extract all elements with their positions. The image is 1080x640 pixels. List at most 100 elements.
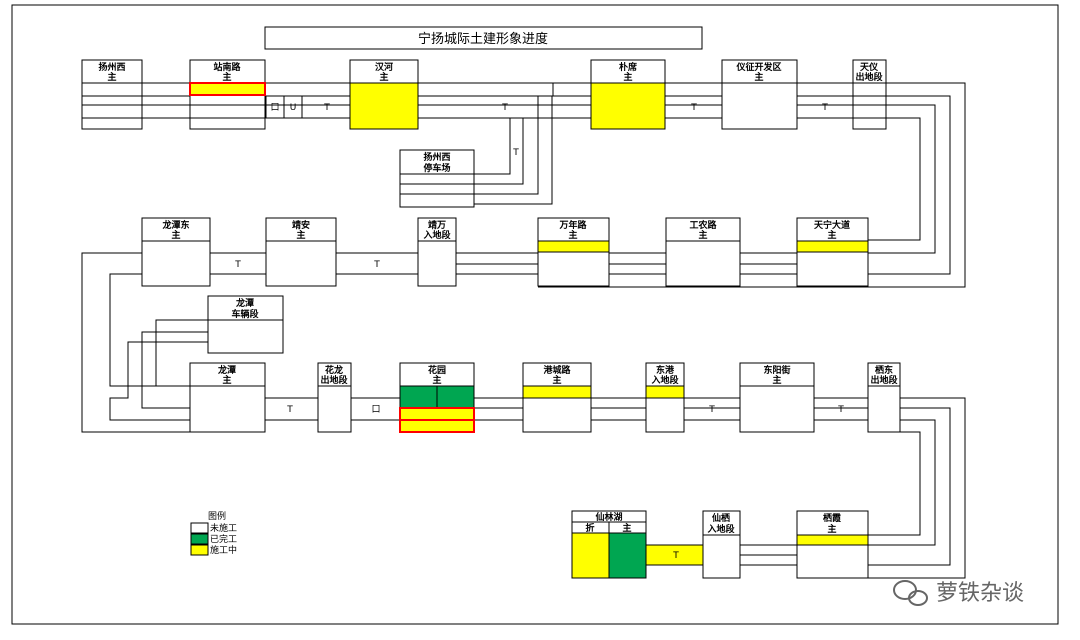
station-name: 花园 [428, 364, 446, 376]
station-sub: 入地段 [650, 374, 679, 386]
station-hanhe: 汉河 主 [349, 59, 419, 130]
tunnel-mark: T [323, 103, 330, 113]
watermark: 萝铁杂谈 [893, 580, 1024, 606]
legend-label: 未施工 [210, 522, 237, 534]
legend-swatch-in-progress [190, 544, 209, 556]
tunnel-mark: T [690, 103, 697, 113]
wechat-icon [893, 580, 928, 606]
station-name: 花龙 [325, 364, 343, 376]
station-name: 仙林湖 [595, 511, 622, 523]
station-sub: 主 [222, 71, 231, 83]
station-name: 栖霞 [823, 512, 842, 524]
legend-label: 施工中 [210, 544, 237, 556]
station-sub: 出地段 [855, 71, 883, 83]
station-name: 东阳街 [763, 364, 790, 376]
station-sub: 主 [222, 374, 231, 386]
station-sub: 入地段 [706, 523, 735, 535]
station-hualong: 花龙 出地段 [317, 362, 352, 433]
station-name: 龙潭 [235, 297, 254, 309]
station-name: 栖东 [875, 364, 893, 376]
station-sub: 主 [568, 229, 577, 241]
station-gangchenglu: 港城路 主 [522, 362, 592, 433]
station-name: 靖万 [428, 219, 446, 231]
station-name: 港城路 [543, 364, 571, 376]
station-sub: 主 [622, 522, 631, 534]
station-sub: 主 [107, 71, 116, 83]
station-donggang: 东港 入地段 [645, 362, 685, 433]
station-sub: 主 [772, 374, 781, 386]
legend-swatch-not-started [190, 522, 209, 534]
tunnel-mark: T [837, 405, 844, 415]
legend-swatch-done [190, 533, 209, 545]
viaduct-mark: 口 [371, 405, 380, 415]
station-name: 东港 [656, 364, 675, 376]
station-dongyangjie: 东阳街 主 [739, 362, 815, 433]
station-sub: 主 [552, 374, 561, 386]
station-tianyi: 天仪 出地段 [852, 59, 887, 130]
station-sub: 主 [623, 71, 632, 83]
watermark-text: 萝铁杂谈 [936, 581, 1024, 606]
station-sub: 主 [432, 374, 441, 386]
station-name: 龙潭 [217, 364, 236, 376]
station-longtan: 龙潭 主 [189, 362, 266, 433]
station-yizhengkaifaqu: 仪征开发区 主 [721, 59, 798, 130]
section-marks: 口 U T T T T T T T T 口 T T T [234, 103, 844, 561]
station-sub: 出地段 [870, 374, 898, 386]
station-sub: 停车场 [423, 162, 450, 174]
station-zhannanlu: 站南路 主 [189, 59, 266, 130]
station-tianningdadao: 天宁大道 主 [796, 217, 869, 287]
station-sub: 主 [698, 229, 707, 241]
tunnel-mark: T [373, 260, 380, 270]
station-name: 龙潭东 [161, 219, 189, 231]
station-sub: 主 [171, 229, 180, 241]
station-yangzhouxi: 扬州西 主 [81, 59, 143, 130]
station-name: 扬州西 [423, 151, 450, 163]
station-xianlinhu: 仙林湖 折 主 [571, 510, 647, 579]
station-sub: 主 [827, 523, 836, 535]
station-name: 汉河 [375, 61, 393, 73]
station-name: 万年路 [558, 219, 587, 231]
tunnel-mark: T [821, 103, 828, 113]
station-xianqi: 仙栖 入地段 [702, 510, 741, 579]
station-sub: 出地段 [320, 374, 348, 386]
station-sub: 主 [379, 71, 388, 83]
page-frame [11, 4, 1059, 625]
tunnel-mark: T [708, 405, 715, 415]
station-longtandong: 龙潭东 主 [141, 217, 211, 287]
station-gongnonglu: 工农路 主 [665, 217, 741, 287]
u-groove-mark: U [290, 103, 297, 113]
legend-label: 已完工 [210, 533, 237, 545]
station-name: 仙栖 [712, 512, 730, 524]
tunnel-mark: T [501, 103, 508, 113]
legend: 图例 未施工 已完工 施工中 [190, 510, 237, 556]
station-sub: 主 [296, 229, 305, 241]
station-sub: 车辆段 [231, 308, 259, 320]
station-sub: 主 [754, 71, 763, 83]
station-puxi: 朴席 主 [590, 59, 666, 130]
station-qixia: 栖霞 主 [796, 510, 869, 579]
station-wannianlu: 万年路 主 [537, 217, 610, 287]
station-name: 工农路 [689, 219, 717, 231]
station-name: 靖安 [292, 219, 310, 231]
station-name: 天仪 [860, 62, 879, 73]
station-sub: 主 [827, 229, 836, 241]
station-sub: 入地段 [422, 229, 451, 241]
status-cell-highlight [189, 82, 266, 96]
station-yangzhouxi-depot: 扬州西 停车场 [399, 149, 475, 208]
tunnel-mark: T [672, 551, 679, 561]
station-qidong: 栖东 出地段 [867, 362, 901, 433]
title-box [264, 26, 703, 50]
tunnel-mark: T [234, 260, 241, 270]
station-name: 朴席 [619, 61, 637, 73]
station-name: 天宁大道 [814, 219, 850, 231]
legend-title: 图例 [208, 510, 226, 522]
station-sub: 折 [585, 522, 594, 534]
station-huayuan: 花园 主 [399, 362, 475, 433]
station-jingan: 靖安 主 [265, 217, 337, 287]
station-name: 站南路 [213, 61, 241, 73]
station-jingwan: 靖万 入地段 [417, 217, 457, 287]
tunnel-mark: T [286, 405, 293, 415]
station-longtan-depot: 龙潭 车辆段 [207, 295, 284, 354]
tunnel-mark: T [512, 148, 519, 158]
